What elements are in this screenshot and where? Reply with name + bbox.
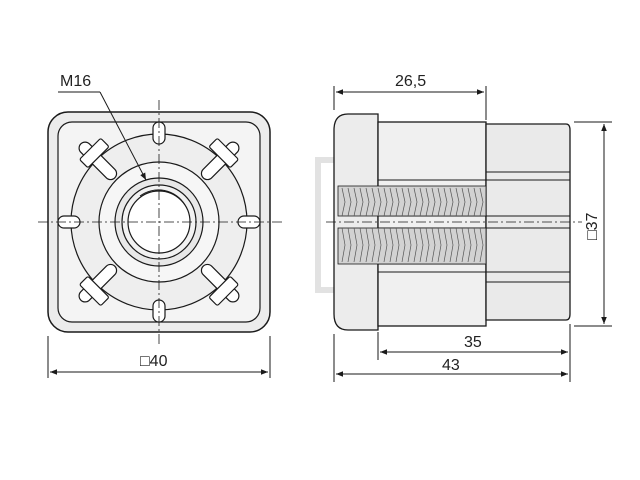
bottom-inner-label: 35 xyxy=(464,334,482,351)
thread-hatch-stroke xyxy=(353,227,358,263)
thread-hatch-stroke xyxy=(389,227,394,263)
thread-hatch-stroke xyxy=(461,227,466,263)
bottom-outer-label: 43 xyxy=(442,357,460,374)
thread-hatch-stroke xyxy=(401,227,406,263)
thread-hatch-stroke xyxy=(431,187,436,217)
thread-hatch-stroke xyxy=(377,227,382,263)
rib-diag-tl xyxy=(78,138,118,181)
thread-hatch-stroke xyxy=(365,227,370,263)
thread-hatch-stroke xyxy=(383,187,388,217)
rib-diag-br xyxy=(200,263,240,306)
thread-hatch-stroke xyxy=(347,187,352,217)
rib-diag-bl xyxy=(78,263,118,306)
thread-hatch-stroke xyxy=(419,227,424,263)
thread-hatch-stroke xyxy=(419,187,424,217)
thread-hatch-stroke xyxy=(479,227,484,263)
thread-hatch-stroke xyxy=(407,187,412,217)
height-dimension-label: □37 xyxy=(584,212,601,240)
thread-hatch-stroke xyxy=(377,187,382,217)
front-thread-arc xyxy=(139,189,186,206)
thread-hatch-stroke xyxy=(449,227,454,263)
thread-hatch-stroke xyxy=(341,187,346,217)
thread-hatch-stroke xyxy=(437,227,442,263)
thread-hatch-stroke xyxy=(449,187,454,217)
bottom-inner-dimension xyxy=(377,324,571,382)
thread-hatch-stroke xyxy=(407,227,412,263)
thread-hatch-stroke xyxy=(359,187,364,217)
thread-hatch-stroke xyxy=(365,187,370,217)
thread-hatch-stroke xyxy=(353,187,358,217)
thread-hatch-stroke xyxy=(425,187,430,217)
top-dimension xyxy=(333,86,487,120)
thread-hatch-stroke xyxy=(443,227,448,263)
front-width-dimension xyxy=(47,336,271,378)
thread-hatch-stroke xyxy=(455,227,460,263)
thread-hatch-stroke xyxy=(347,227,352,263)
thread-hatch-stroke xyxy=(389,187,394,217)
thread-hatching xyxy=(341,187,484,263)
thread-hatch-stroke xyxy=(425,227,430,263)
thread-hatch-stroke xyxy=(473,187,478,217)
bottom-outer-dimension xyxy=(333,334,568,382)
thread-hatch-stroke xyxy=(341,227,346,263)
thread-hatch-stroke xyxy=(371,187,376,217)
thread-hatch-stroke xyxy=(467,187,472,217)
thread-leader xyxy=(58,91,147,181)
thread-hatch-stroke xyxy=(437,187,442,217)
thread-hatch-stroke xyxy=(371,227,376,263)
thread-hatch-stroke xyxy=(359,227,364,263)
side-body xyxy=(377,121,487,327)
thread-label: M16 xyxy=(60,73,91,90)
thread-hatch-stroke xyxy=(479,187,484,217)
height-dimension xyxy=(574,121,612,327)
thread-hatch-stroke xyxy=(395,227,400,263)
thread-hatch-stroke xyxy=(473,227,478,263)
thread-hatch-stroke xyxy=(401,187,406,217)
thread-hatch-stroke xyxy=(413,227,418,263)
thread-hatch-stroke xyxy=(383,227,388,263)
rib-diag-tr xyxy=(200,138,240,181)
thread-hatch-stroke xyxy=(461,187,466,217)
front-view xyxy=(38,100,282,346)
thread-hatch-stroke xyxy=(395,187,400,217)
thread-hatch-stroke xyxy=(443,187,448,217)
thread-insert-lower xyxy=(337,227,487,265)
thread-hatch-stroke xyxy=(455,187,460,217)
thread-hatch-stroke xyxy=(467,227,472,263)
cap-flange xyxy=(333,113,379,331)
top-dimension-label: 26,5 xyxy=(395,73,426,90)
front-width-label: □40 xyxy=(140,353,168,370)
thread-hatch-stroke xyxy=(413,187,418,217)
thread-hatch-stroke xyxy=(431,227,436,263)
